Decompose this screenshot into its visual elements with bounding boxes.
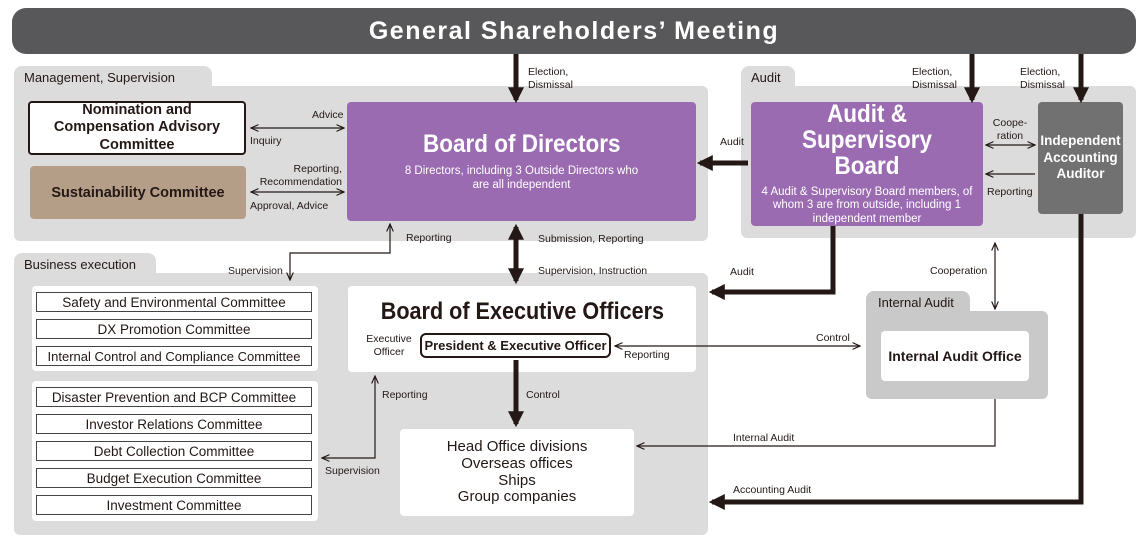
sustainability-committee-label: Sustainability Committee <box>51 184 225 201</box>
supervision-label-bottom: Supervision <box>325 465 380 477</box>
committee-safety-environment: Safety and Environmental Committee <box>36 292 312 312</box>
accounting-audit-label: Accounting Audit <box>733 484 812 496</box>
internal-audit-office-label: Internal Audit Office <box>888 348 1022 364</box>
committee-label: Debt Collection Committee <box>93 443 255 459</box>
management-supervision-label: Management, Supervision <box>24 70 176 85</box>
nomination-committee-label: Nomination and Compensation Advisory Com… <box>53 101 221 153</box>
committee-label: Investment Committee <box>106 497 242 513</box>
cooperation-short-label: Coope-ration <box>992 117 1028 142</box>
overseas-offices: Overseas offices <box>461 454 573 472</box>
committee-disaster-bcp: Disaster Prevention and BCP Committee <box>36 387 312 407</box>
inquiry-label: Inquiry <box>250 135 282 147</box>
committee-dx-promotion: DX Promotion Committee <box>36 319 312 339</box>
audit-region-label: Audit <box>751 70 781 85</box>
accounting-auditor-label: Independent Accounting Auditor <box>1040 132 1121 182</box>
committee-label: DX Promotion Committee <box>97 321 251 337</box>
supervision-reporting-top-arrow <box>290 224 390 280</box>
business-execution-tab: Business execution <box>14 253 156 275</box>
auditor-reporting-label: Reporting <box>987 186 1033 198</box>
committee-label: Budget Execution Committee <box>86 470 262 486</box>
election-dismissal-label-2: Election, Dismissal <box>912 66 957 91</box>
general-shareholders-meeting: General Shareholders’ Meeting <box>12 8 1136 54</box>
business-execution-label: Business execution <box>24 257 137 272</box>
head-office-divisions: Head Office divisions <box>446 437 588 455</box>
committee-investor-relations: Investor Relations Committee <box>36 414 312 434</box>
committee-label: Safety and Environmental Committee <box>62 294 286 310</box>
election-dismissal-label-1: Election, Dismissal <box>528 66 573 91</box>
internal-audit-office: Internal Audit Office <box>881 331 1029 381</box>
reporting-label-top: Reporting <box>406 232 452 244</box>
board-of-directors: Board of Directors 8 Directors, includin… <box>347 102 696 221</box>
committee-label: Internal Control and Compliance Committe… <box>47 348 301 364</box>
audit-board-title: Audit & Supervisory Board <box>801 99 933 181</box>
board-of-directors-title: Board of Directors <box>422 129 621 158</box>
reporting-label-bottom: Reporting <box>382 389 428 401</box>
internal-audit-label: Internal Audit <box>733 432 795 444</box>
supervision-instruction-label: Supervision, Instruction <box>538 265 648 277</box>
independent-accounting-auditor: Independent Accounting Auditor <box>1038 102 1123 214</box>
committee-label: Disaster Prevention and BCP Committee <box>51 389 297 405</box>
president-label: President & Executive Officer <box>424 338 607 353</box>
committee-label: Investor Relations Committee <box>85 416 263 432</box>
internal-audit-arrow <box>637 399 996 446</box>
approval-advice-label: Approval, Advice <box>250 200 329 212</box>
advice-label: Advice <box>312 109 344 121</box>
group-companies: Group companies <box>457 488 577 506</box>
submission-reporting-label: Submission, Reporting <box>538 233 644 245</box>
sustainability-committee: Sustainability Committee <box>30 166 246 219</box>
management-supervision-tab: Management, Supervision <box>14 66 212 88</box>
committee-budget-execution: Budget Execution Committee <box>36 468 312 488</box>
board-of-executive-officers-title: Board of Executive Officers <box>348 298 696 326</box>
committee-investment: Investment Committee <box>36 495 312 515</box>
ships: Ships <box>498 471 536 489</box>
supervision-reporting-bottom-arrow <box>322 376 375 458</box>
gsm-label: General Shareholders’ Meeting <box>368 16 780 45</box>
reporting-label-president: Reporting <box>624 349 670 361</box>
accounting-audit-arrow <box>708 214 1084 511</box>
cooperation-label: Cooperation <box>930 265 988 277</box>
head-office-box: Head Office divisions Overseas offices S… <box>400 429 634 516</box>
audit-board-subtitle: 4 Audit & Supervisory Board members, of … <box>761 185 973 226</box>
supervision-label-top: Supervision <box>228 265 283 277</box>
reporting-recommendation-label: Reporting, Recommendation <box>259 163 342 188</box>
committee-debt-collection: Debt Collection Committee <box>36 441 312 461</box>
board-exec-title-text: Board of Executive Officers <box>380 298 664 325</box>
audit-label-1: Audit <box>720 136 744 148</box>
audit-label-2: Audit <box>730 266 754 278</box>
internal-audit-region-label: Internal Audit <box>878 295 954 310</box>
president-executive-officer: President & Executive Officer <box>420 333 611 358</box>
audit-tab: Audit <box>741 66 795 88</box>
committee-internal-control: Internal Control and Compliance Committe… <box>36 346 312 366</box>
audit-board-to-exec-arrow <box>708 226 836 301</box>
nomination-committee: Nomination and Compensation Advisory Com… <box>28 101 246 155</box>
board-of-directors-subtitle: 8 Directors, including 3 Outside Directo… <box>404 164 639 191</box>
internal-audit-tab: Internal Audit <box>866 291 970 313</box>
control-label-1: Control <box>816 332 850 344</box>
executive-officer-label: Executive Officer <box>364 333 414 358</box>
control-label-2: Control <box>526 389 560 401</box>
executive-officer-text: Executive Officer <box>366 333 412 358</box>
election-dismissal-label-3: Election, Dismissal <box>1020 66 1065 91</box>
audit-supervisory-board: Audit & Supervisory Board 4 Audit & Supe… <box>751 99 983 226</box>
